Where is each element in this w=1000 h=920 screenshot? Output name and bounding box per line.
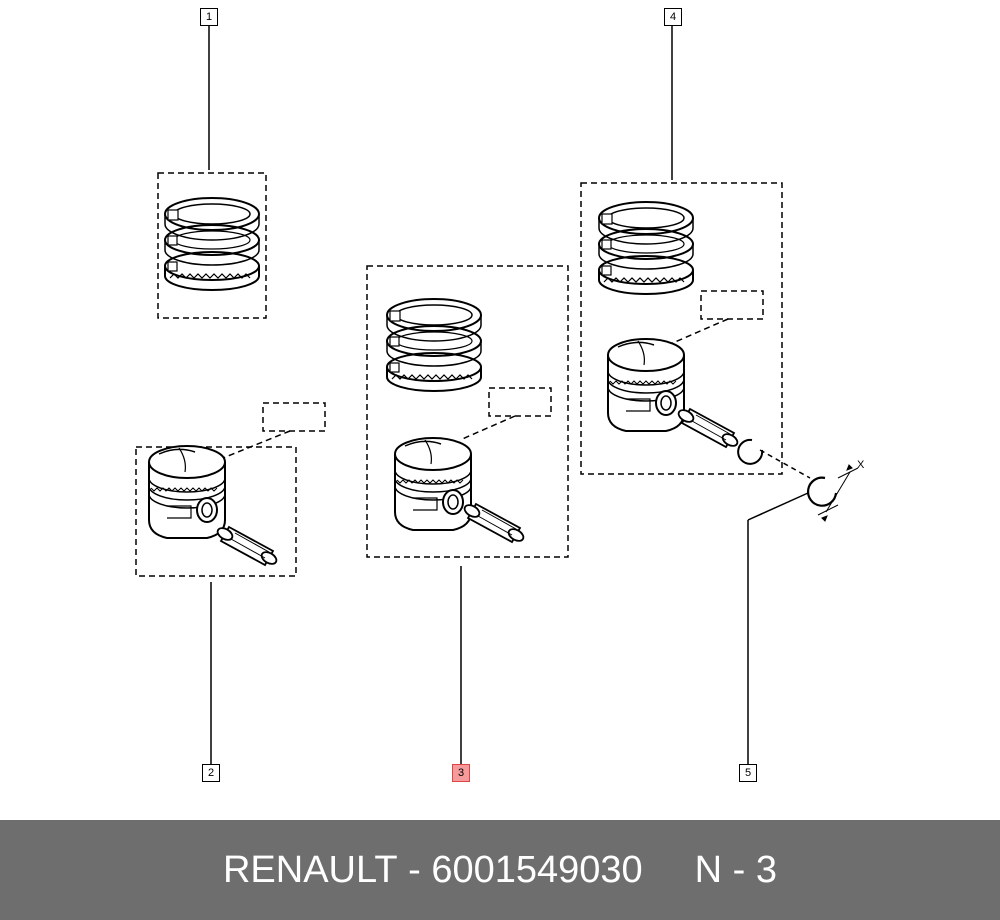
callout-2[interactable]: 2 (202, 764, 220, 782)
callout-1[interactable]: 1 (200, 8, 218, 26)
dimension-x-label: X (857, 459, 865, 471)
brand-name: RENAULT (222, 848, 398, 891)
piston-pin-icon (675, 406, 741, 450)
piston-ring-set-icon (164, 197, 260, 291)
group-3-label-box (488, 387, 552, 417)
group-1-frame (157, 172, 267, 319)
piston-pin-icon (461, 501, 527, 545)
group-4-frame (580, 182, 783, 475)
group-2-frame (135, 446, 297, 577)
piston-icon (394, 437, 472, 531)
callout-5[interactable]: 5 (739, 764, 757, 782)
position-label: N - 3 (694, 848, 778, 891)
group-2-label-box (262, 402, 326, 432)
group-3-frame (366, 265, 569, 558)
part-number: 6001549030 (431, 848, 643, 891)
callout-3[interactable]: 3 (452, 764, 470, 782)
group-4-label-box (700, 290, 764, 320)
piston-ring-set-icon (386, 298, 482, 392)
part-info-footer: RENAULT - 6001549030 N - 3 (0, 820, 1000, 920)
piston-icon (607, 338, 685, 432)
circlip-icon (737, 438, 764, 465)
piston-icon (148, 445, 226, 539)
callout-4[interactable]: 4 (664, 8, 682, 26)
piston-pin-icon (214, 524, 280, 568)
separator: - (397, 848, 432, 891)
piston-ring-set-icon (598, 201, 694, 295)
exploded-parts-diagram: X (135, 25, 865, 765)
